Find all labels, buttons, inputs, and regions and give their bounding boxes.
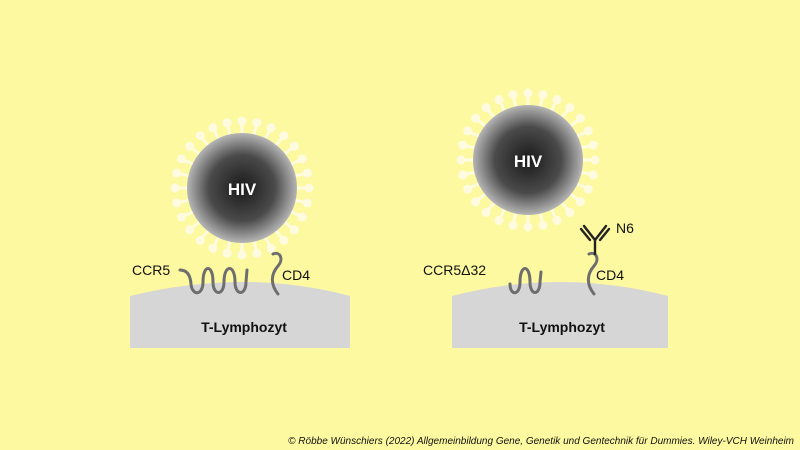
spike-head [304,183,314,193]
ccr5-receptor [178,267,249,295]
spike-head [588,140,598,150]
spike-head [456,155,466,165]
cd4-receptor [270,251,283,296]
spike-head [494,95,504,105]
spike-head [195,235,205,245]
ccr5-label: CCR5 [132,262,170,278]
spike-head [481,103,491,113]
spike-head [590,155,600,165]
spike-head [458,140,468,150]
spike-head [266,243,276,253]
spike-head [222,118,232,128]
cell-label: T-Lymphozyt [201,319,287,335]
spike-head [170,183,180,193]
virus-core [187,133,297,243]
spike-head [552,215,562,225]
hiv-virus: HIV [170,116,314,260]
spike-head [523,88,533,98]
n6-label: N6 [616,220,634,236]
cd4-label: CD4 [596,267,624,283]
t-lymphocyte-cell [130,282,350,348]
cd4-label: CD4 [282,267,310,283]
spike-head [289,141,299,151]
spike-head [565,103,575,113]
virus-label: HIV [514,152,543,171]
spike-head [222,248,232,258]
spike-head [508,220,518,230]
spike-head [565,207,575,217]
spike-head [252,248,262,258]
spike-head [575,113,585,123]
spike-head [302,168,312,178]
right-panel: T-Lymphozyt HIV CCR5Δ32 CD4 N6 [423,88,668,348]
spike-head [458,170,468,180]
spike-head [538,220,548,230]
spike-head [471,197,481,207]
ccr5-delta32-label: CCR5Δ32 [423,262,486,278]
t-lymphocyte-cell [452,282,668,348]
left-panel: T-Lymphozyt HIV CCR5 CD4 [130,116,350,348]
virus-core [473,105,583,215]
spike-head [471,113,481,123]
spike-head [463,184,473,194]
spike-head [302,198,312,208]
spike-head [297,154,307,164]
spike-head [195,131,205,141]
spike-head [237,116,247,126]
spike-head [297,212,307,222]
spike-head [523,222,533,232]
spike-head [252,118,262,128]
hiv-virus: HIV [456,88,600,232]
spike-head [279,131,289,141]
spike-head [538,90,548,100]
spike-head [508,90,518,100]
spike-head [208,243,218,253]
spike-head [588,170,598,180]
spike-head [463,126,473,136]
spike-head [583,126,593,136]
n6-antibody-icon [579,224,611,256]
spike-head [185,141,195,151]
spike-head [279,235,289,245]
spike-head [481,207,491,217]
spike-head [552,95,562,105]
virus-spikes [456,88,600,232]
spike-head [185,225,195,235]
cell-label: T-Lymphozyt [519,319,605,335]
virus-label: HIV [228,180,257,199]
copyright-notice: © Röbbe Wünschiers (2022) Allgemeinbildu… [288,436,794,447]
spike-head [575,197,585,207]
spike-head [494,215,504,225]
spike-head [208,123,218,133]
spike-head [237,250,247,260]
ccr5-delta32-receptor [508,267,543,295]
spike-head [177,212,187,222]
spike-head [177,154,187,164]
spike-head [289,225,299,235]
spike-head [583,184,593,194]
spike-head [172,198,182,208]
spike-head [172,168,182,178]
spike-head [266,123,276,133]
